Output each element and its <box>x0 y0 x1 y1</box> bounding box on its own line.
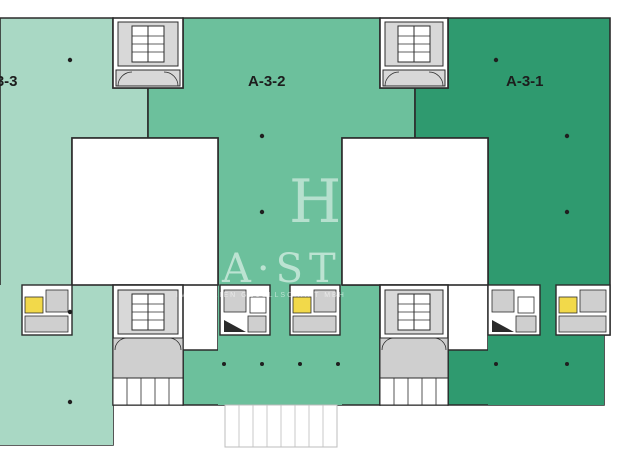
stair-core-bottom-right <box>379 284 449 406</box>
wc-block-2 <box>219 284 271 336</box>
watermark: H A·ST IMMOBILIEN GESELLSCHAFT MBH <box>176 167 346 299</box>
structural-columns <box>67 57 570 405</box>
wc-block-1 <box>21 284 73 336</box>
unit-label-a-3-3: A-3-3 <box>0 73 18 90</box>
wc-block-5 <box>555 284 611 336</box>
stair-core-bottom-left <box>112 284 184 406</box>
watermark-brand: A·ST <box>221 246 342 292</box>
wc-block-3 <box>289 284 341 336</box>
unit-label-a-3-1: A-3-1 <box>506 73 544 90</box>
stair-core-top-left <box>112 17 184 89</box>
courtyard-left <box>71 137 219 286</box>
courtyard-right <box>341 137 489 286</box>
watermark-monogram: H <box>289 167 341 237</box>
watermark-tagline: IMMOBILIEN GESELLSCHAFT MBH <box>176 292 346 299</box>
unit-label-a-3-2: A-3-2 <box>248 73 286 90</box>
stair-core-top-right <box>379 17 449 89</box>
wc-block-4 <box>487 284 541 336</box>
terrace-railing <box>224 404 338 448</box>
